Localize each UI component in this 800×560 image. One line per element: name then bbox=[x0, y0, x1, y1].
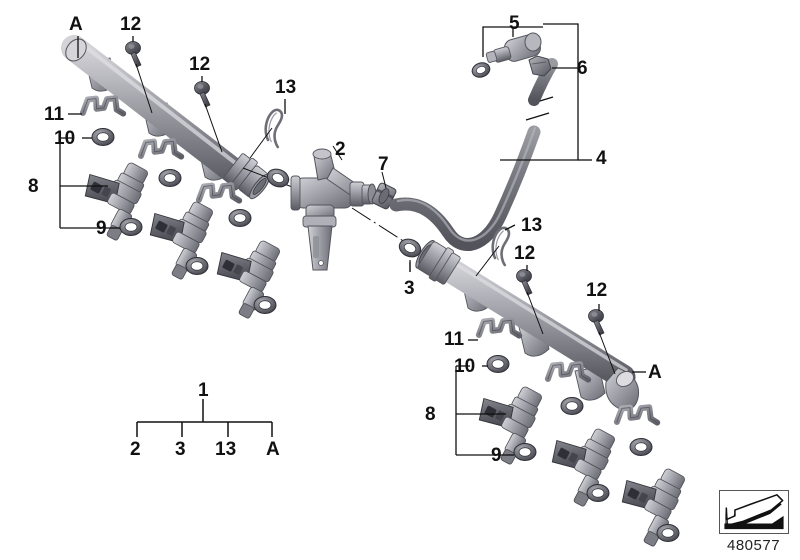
orientation-arrow-icon bbox=[724, 494, 784, 530]
callout-8-bottom: 8 bbox=[425, 404, 436, 425]
o-ring-lower-2 bbox=[560, 397, 584, 415]
callout-8-top: 8 bbox=[28, 176, 39, 197]
callout-5-right: 5 bbox=[509, 13, 520, 34]
fuel-distributor-tee bbox=[290, 148, 377, 271]
bracket-group-right bbox=[482, 23, 592, 161]
wire-clip-upper bbox=[262, 108, 287, 150]
o-ring-nozzle-lower-2 bbox=[586, 484, 610, 502]
retaining-clip-lower-3 bbox=[617, 403, 659, 427]
callout-10-top: 10 bbox=[54, 128, 76, 149]
o-ring-upper-3 bbox=[228, 209, 252, 227]
o-ring-upper-1 bbox=[91, 128, 115, 146]
o-ring-upper-2 bbox=[158, 169, 182, 187]
o-ring-nozzle-upper-2 bbox=[185, 257, 209, 275]
callout-9-bottom: 9 bbox=[491, 445, 502, 466]
fuel-rail-upper bbox=[61, 35, 271, 200]
legend-child-13: 13 bbox=[215, 439, 237, 460]
o-ring-nozzle-lower-1 bbox=[513, 443, 537, 461]
fuel-rail-lower bbox=[415, 240, 640, 411]
callout-a-bottom: A bbox=[648, 362, 662, 383]
legend-parent-label: 1 bbox=[198, 380, 209, 401]
rail-bolt-lower-1 bbox=[516, 269, 533, 296]
callout-6-right: 6 bbox=[577, 58, 588, 79]
legend-bracket bbox=[136, 399, 273, 437]
o-ring-rail-upper bbox=[264, 165, 292, 191]
o-ring-nozzle-upper-1 bbox=[119, 218, 143, 236]
legend-child-3: 3 bbox=[175, 439, 186, 460]
callout-2-center: 2 bbox=[335, 139, 346, 160]
callout-12-bot-right: 12 bbox=[586, 280, 608, 301]
callout-3-center: 3 bbox=[404, 278, 415, 299]
callout-11-top: 11 bbox=[44, 104, 65, 125]
leader-lines bbox=[59, 36, 646, 456]
callout-9-top: 9 bbox=[96, 218, 107, 239]
callout-a-top: A bbox=[69, 14, 83, 35]
callout-11-bottom: 11 bbox=[444, 329, 465, 350]
callout-13-top: 13 bbox=[275, 77, 297, 98]
o-ring-nozzle-upper-3 bbox=[253, 296, 277, 314]
diagram-id-number: 480577 bbox=[727, 537, 781, 554]
o-ring-nozzle-lower-3 bbox=[656, 524, 680, 542]
callout-13-bottom: 13 bbox=[521, 215, 543, 236]
callout-7-center: 7 bbox=[378, 154, 389, 175]
rail-bolt-upper-1 bbox=[125, 41, 142, 68]
legend-child-a: A bbox=[266, 439, 280, 460]
quick-connector bbox=[485, 32, 542, 63]
rail-bolt-upper-2 bbox=[194, 81, 211, 108]
legend-child-2: 2 bbox=[130, 439, 141, 460]
hex-nut bbox=[528, 55, 552, 77]
o-ring-lower-3 bbox=[629, 438, 653, 456]
o-ring-connector bbox=[471, 62, 491, 78]
rail-bolt-lower-2 bbox=[588, 309, 605, 336]
callout-12-top-left: 12 bbox=[120, 14, 142, 35]
callout-10-bottom: 10 bbox=[454, 356, 476, 377]
callout-4-right: 4 bbox=[596, 148, 607, 169]
o-ring-lower-1 bbox=[486, 355, 510, 373]
callout-12-bot-left: 12 bbox=[514, 243, 536, 264]
orientation-icon-box bbox=[719, 490, 789, 534]
callout-12-top-mid: 12 bbox=[189, 54, 211, 75]
